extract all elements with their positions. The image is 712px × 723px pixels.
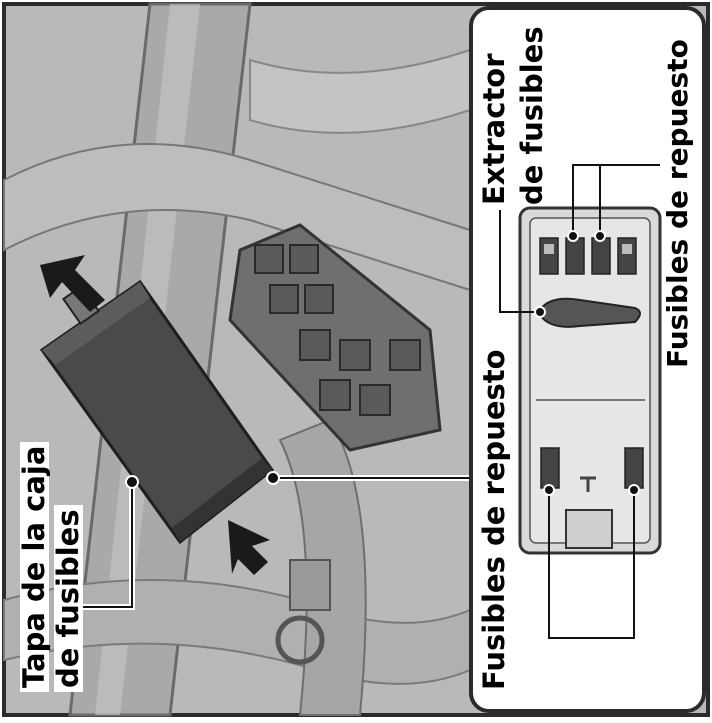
label-fuse-puller-line2: de fusibles bbox=[515, 26, 549, 205]
leader-dot-puller bbox=[534, 306, 546, 318]
fuse-box-body bbox=[228, 223, 442, 452]
leader-spare-fuses-top bbox=[572, 164, 660, 236]
leader-dot-spare-top-right bbox=[594, 230, 606, 242]
leader-dot-cover bbox=[125, 475, 139, 489]
arrow-icon-bottom bbox=[228, 520, 270, 575]
leader-fuse-box-cover-core bbox=[68, 482, 133, 608]
label-fuse-box-cover-line1: Tapa de la caja bbox=[17, 441, 51, 692]
label-spare-fuses-top: Fusibles de repuesto bbox=[661, 39, 694, 368]
leader-fuse-puller bbox=[499, 210, 540, 313]
label-fuse-puller-line1: Extractor bbox=[477, 53, 511, 205]
leader-spare-fuses-bottom bbox=[548, 490, 635, 639]
leader-dot-spare-top-left bbox=[567, 230, 579, 242]
label-spare-fuses-bottom: Fusibles de repuesto bbox=[477, 349, 511, 690]
inset-fuse-box bbox=[518, 206, 662, 555]
label-fuse-box-cover-line2: de fusibles bbox=[51, 505, 85, 692]
leader-dot-spare-bottom-right bbox=[628, 484, 640, 496]
leader-cover-to-inset bbox=[266, 471, 480, 485]
arrow-icon-top bbox=[40, 255, 105, 312]
leader-dot-spare-bottom-left bbox=[543, 484, 555, 496]
